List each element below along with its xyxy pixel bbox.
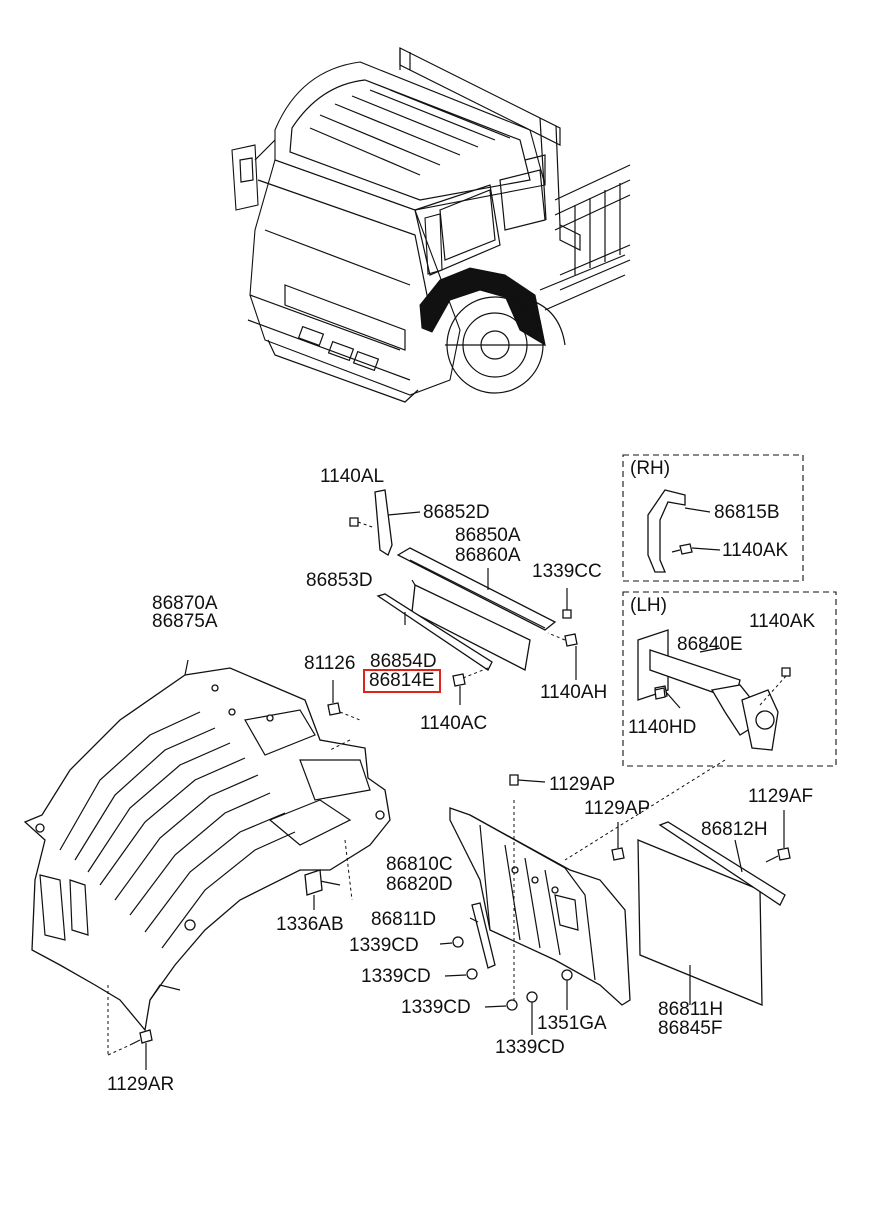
callout-86860a: 86860A: [455, 545, 521, 566]
group-label-rh: (RH): [630, 458, 671, 479]
callout-1140ak-lh: 1140AK: [749, 611, 816, 632]
callout-86811d: 86811D: [371, 909, 437, 930]
rh-group-box: [622, 454, 804, 582]
callout-1339cd-2: 1339CD: [361, 966, 431, 987]
callout-81126: 81126: [304, 653, 356, 674]
callout-86810c: 86810C: [386, 854, 453, 875]
lh-group-box: [622, 591, 837, 767]
callout-1140hd: 1140HD: [628, 717, 697, 738]
callout-1351ga: 1351GA: [537, 1013, 607, 1034]
connector-line: [564, 759, 726, 861]
mudguard-86810c: [449, 800, 631, 1006]
callout-86850a: 86850A: [455, 525, 521, 546]
callout-1140ak-rh: 1140AK: [722, 540, 789, 561]
callout-86852d: 86852D: [423, 502, 490, 523]
callout-86853d: 86853D: [306, 570, 373, 591]
callout-86845f: 86845F: [658, 1018, 723, 1039]
nuts-1339cd: [439, 936, 573, 1035]
lh-bracket-86840e: [637, 629, 791, 751]
strip-86811d: [469, 902, 496, 969]
callout-1140al: 1140AL: [320, 466, 385, 487]
callout-1339cc: 1339CC: [532, 561, 602, 582]
callout-86840e: 86840E: [677, 634, 743, 655]
upper-bracket-assembly: [349, 489, 578, 705]
callout-1339cd-4: 1339CD: [495, 1037, 565, 1058]
callout-1140ah: 1140AH: [540, 682, 608, 703]
callout-86812h: 86812H: [701, 819, 768, 840]
group-label-lh: (LH): [630, 595, 667, 616]
callout-1129ar: 1129AR: [107, 1074, 175, 1095]
fender-liner-86870a: [23, 659, 391, 1070]
truck-illustration: [231, 47, 631, 403]
callout-86870a: 86870A: [152, 593, 218, 614]
callout-86815b: 86815B: [714, 502, 780, 523]
callout-1140ac: 1140AC: [420, 713, 488, 734]
callout-1129ap-1: 1129AP: [549, 774, 616, 795]
rh-bracket-86815b: [647, 489, 721, 573]
callout-86814e-highlighted: 86814E: [363, 669, 441, 693]
callout-1339cd-3: 1339CD: [401, 997, 471, 1018]
clip-1336ab: [304, 869, 323, 910]
callout-86875a: 86875A: [152, 611, 218, 632]
callout-86811h: 86811H: [658, 999, 724, 1020]
callout-86854d: 86854D: [370, 651, 437, 672]
callout-1129af: 1129AF: [748, 786, 814, 807]
clip-81126: [327, 680, 361, 721]
callout-1336ab: 1336AB: [276, 914, 344, 935]
bolts-1129ap: [509, 774, 625, 861]
callout-86820d: 86820D: [386, 874, 453, 895]
callout-1129ap-2: 1129AP: [584, 798, 651, 819]
callout-1339cd-1: 1339CD: [349, 935, 419, 956]
mudflap-86811h: [637, 810, 791, 1006]
